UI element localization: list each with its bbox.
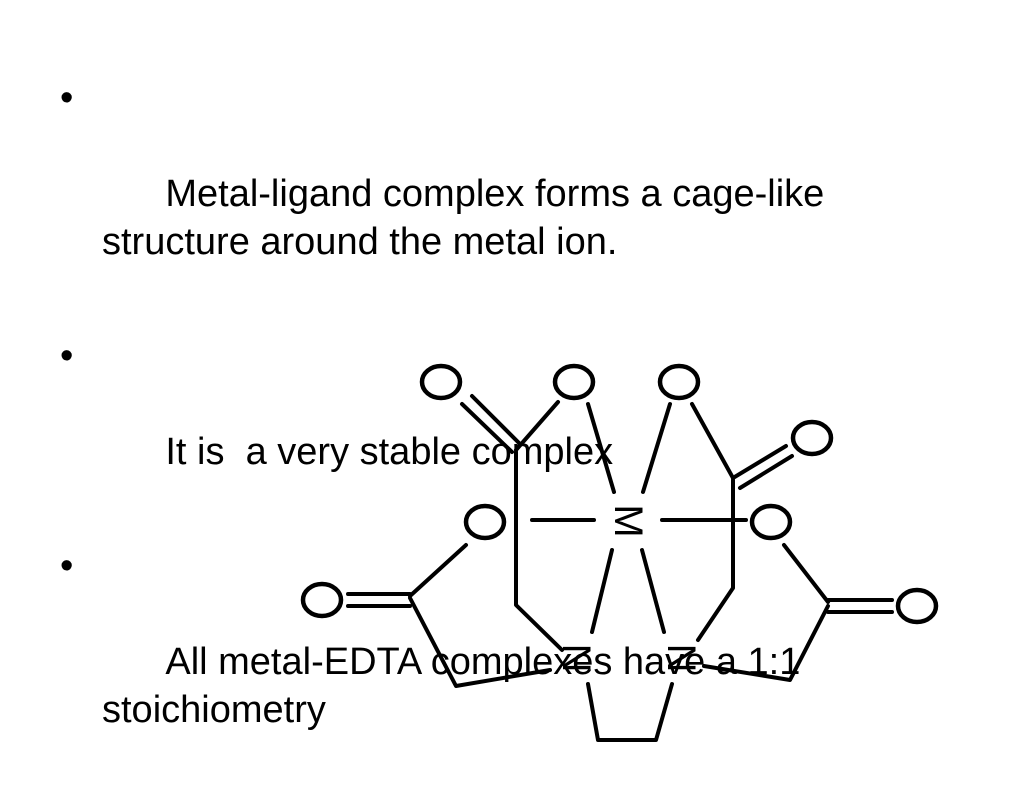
- bullet-marker: •: [60, 545, 74, 587]
- bullet-list: • Metal-ligand complex forms a cage-like…: [60, 74, 940, 800]
- bullet-text: It is a very stable complex: [165, 431, 614, 473]
- bullet-marker: •: [60, 77, 74, 119]
- bullet-text: Metal-ligand complex forms a cage-like s…: [102, 173, 835, 263]
- bullet-text: All metal-EDTA complexes have a 1:1 stoi…: [102, 641, 811, 731]
- bullet-item: • All metal-EDTA complexes have a 1:1 st…: [60, 542, 940, 782]
- bullet-marker: •: [60, 335, 74, 377]
- bullet-item: • Metal-ligand complex forms a cage-like…: [60, 74, 940, 314]
- slide: • Metal-ligand complex forms a cage-like…: [60, 77, 939, 742]
- bullet-item: • It is a very stable complex: [60, 332, 940, 524]
